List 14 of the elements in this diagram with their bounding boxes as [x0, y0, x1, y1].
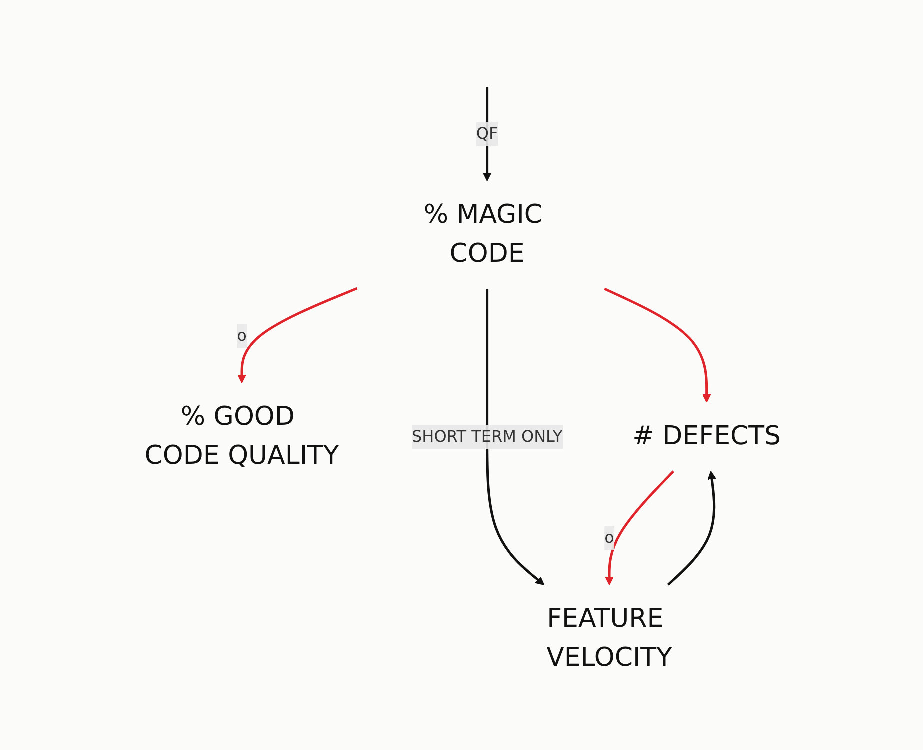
edge-label: o [604, 528, 614, 547]
edge-label: o [237, 326, 247, 345]
arrow [482, 87, 492, 182]
arrow [486, 289, 545, 586]
node-text: % MAGIC CODE [424, 200, 543, 269]
node-text: # DEFECTS [632, 422, 782, 452]
arrow [604, 288, 712, 403]
edge-label: SHORT TERM ONLY [412, 427, 563, 446]
node-text: FEATURE VELOCITY [546, 604, 672, 673]
arrow [667, 471, 716, 586]
arrow [605, 470, 674, 586]
arrow [238, 287, 358, 384]
node-text: % GOOD CODE QUALITY [144, 402, 340, 471]
edge-label: QF [476, 124, 498, 143]
